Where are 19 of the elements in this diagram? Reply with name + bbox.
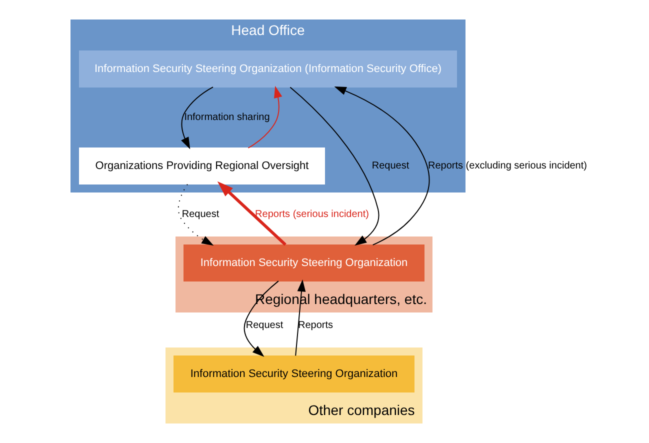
edge-label: Reports (excluding serious incident) [428,160,587,172]
arrow [290,86,380,246]
edge-label: Reports (serious incident) [255,209,369,220]
arrow [334,86,430,246]
node-box: Information Security Steering Organization (Information Security Office) [79,50,457,88]
arrow [295,280,306,356]
edge-label: Request [372,160,410,172]
edge-label: Reports [298,320,334,331]
arrow [217,181,286,246]
edge-label: Information sharing [184,112,270,123]
edge-label: Request [182,209,220,220]
arrow [244,280,279,357]
node-box: Information Security Steering Organization [174,356,414,392]
arrow [181,86,214,150]
edge-label: Request [246,320,284,331]
node-box: Information Security Steering Organization [184,244,424,282]
node-box: Organizations Providing Regional Oversight [79,148,325,184]
arrow [178,184,214,246]
arrow [248,86,282,148]
